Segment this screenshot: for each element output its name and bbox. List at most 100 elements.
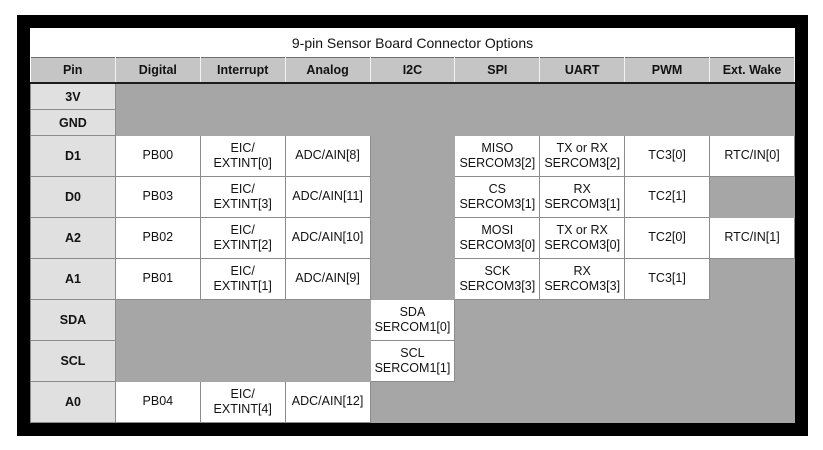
cell-3v-spi-blocked [454,82,541,110]
cell-d0-uart: RX SERCOM3[1] [539,176,626,218]
cell-d0-spi: CS SERCOM3[1] [454,176,541,218]
column-header-interrupt: Interrupt [200,57,286,84]
cell-3v-i2c-blocked [369,82,456,110]
table-row-gnd: GND [30,109,795,136]
connector-table-frame: 9-pin Sensor Board Connector Options Pin… [17,15,808,436]
cell-sda-i2c: SDA SERCOM1[0] [369,299,456,341]
cell-gnd-digital-blocked [114,109,201,136]
cell-scl-spi-blocked [454,340,541,382]
cell-gnd-analog-blocked [284,109,371,136]
cell-sda-ext-wake-blocked [709,299,795,341]
cell-a1-uart: RX SERCOM3[3] [539,258,626,300]
cell-scl-analog-blocked [284,340,371,382]
cell-a2-interrupt: EIC/ EXTINT[2] [199,217,286,259]
cell-d0-analog: ADC/AIN[11] [284,176,371,218]
cell-d0-interrupt: EIC/ EXTINT[3] [199,176,286,218]
connector-options-table: 9-pin Sensor Board Connector Options Pin… [30,28,795,423]
column-header-i2c: I2C [370,57,456,84]
cell-a1-i2c-blocked [369,258,456,300]
cell-3v-interrupt-blocked [199,82,286,110]
cell-gnd-interrupt-blocked [199,109,286,136]
cell-a2-pwm: TC2[0] [624,217,710,259]
column-header-spi: SPI [454,57,541,84]
cell-a1-analog: ADC/AIN[9] [284,258,371,300]
table-title: 9-pin Sensor Board Connector Options [30,28,795,58]
table-row-sda: SDA SDA SERCOM1[0] [30,299,795,341]
cell-a0-ext-wake-blocked [709,381,795,423]
cell-scl-pwm-blocked [624,340,710,382]
cell-sda-uart-blocked [539,299,626,341]
cell-scl-ext-wake-blocked [709,340,795,382]
pin-label-scl: SCL [30,340,116,382]
cell-a2-uart: TX or RX SERCOM3[0] [539,217,626,259]
pin-label-sda: SDA [30,299,116,341]
column-header-pin: Pin [30,57,116,84]
column-header-digital: Digital [115,57,201,84]
cell-3v-ext-wake-blocked [709,82,795,110]
cell-d1-ext-wake: RTC/IN[0] [709,135,795,177]
column-header-ext-wake: Ext. Wake [709,57,795,84]
cell-d0-digital: PB03 [114,176,201,218]
cell-a1-spi: SCK SERCOM3[3] [454,258,541,300]
cell-a2-ext-wake: RTC/IN[1] [709,217,795,259]
pin-label-a2: A2 [30,217,116,259]
cell-d1-spi: MISO SERCOM3[2] [454,135,541,177]
cell-3v-uart-blocked [539,82,626,110]
cell-d1-i2c-blocked [369,135,456,177]
pin-label-a0: A0 [30,381,116,423]
pin-label-a1: A1 [30,258,116,300]
cell-a0-uart-blocked [539,381,626,423]
cell-a0-digital: PB04 [114,381,201,423]
cell-scl-digital-blocked [114,340,201,382]
cell-scl-interrupt-blocked [199,340,286,382]
cell-sda-digital-blocked [114,299,201,341]
cell-3v-digital-blocked [114,82,201,110]
cell-d0-i2c-blocked [369,176,456,218]
cell-a1-ext-wake-blocked [709,258,795,300]
cell-sda-interrupt-blocked [199,299,286,341]
cell-a1-pwm: TC3[1] [624,258,710,300]
cell-d1-uart: TX or RX SERCOM3[2] [539,135,626,177]
cell-a0-pwm-blocked [624,381,710,423]
cell-gnd-uart-blocked [539,109,626,136]
cell-d0-pwm: TC2[1] [624,176,710,218]
cell-gnd-i2c-blocked [369,109,456,136]
cell-a1-digital: PB01 [114,258,201,300]
cell-a0-spi-blocked [454,381,541,423]
cell-scl-uart-blocked [539,340,626,382]
pin-label-d0: D0 [30,176,116,218]
cell-a0-analog: ADC/AIN[12] [284,381,371,423]
cell-a2-spi: MOSI SERCOM3[0] [454,217,541,259]
cell-a2-digital: PB02 [114,217,201,259]
cell-d1-analog: ADC/AIN[8] [284,135,371,177]
cell-gnd-ext-wake-blocked [709,109,795,136]
cell-a0-i2c-blocked [369,381,456,423]
cell-3v-analog-blocked [284,82,371,110]
pin-label-d1: D1 [30,135,116,177]
cell-sda-spi-blocked [454,299,541,341]
cell-a2-analog: ADC/AIN[10] [284,217,371,259]
cell-sda-pwm-blocked [624,299,710,341]
table-row-scl: SCL SCL SERCOM1[1] [30,340,795,382]
table-row-3v: 3V [30,82,795,110]
cell-3v-pwm-blocked [624,82,710,110]
cell-d0-ext-wake-blocked [709,176,795,218]
column-header-uart: UART [539,57,626,84]
cell-scl-i2c: SCL SERCOM1[1] [369,340,456,382]
column-header-analog: Analog [285,57,371,84]
pin-label-gnd: GND [30,109,116,136]
cell-a2-i2c-blocked [369,217,456,259]
cell-a0-interrupt: EIC/ EXTINT[4] [199,381,286,423]
pin-label-3v: 3V [30,82,116,110]
cell-sda-analog-blocked [284,299,371,341]
cell-gnd-pwm-blocked [624,109,710,136]
cell-d1-interrupt: EIC/ EXTINT[0] [199,135,286,177]
cell-d1-digital: PB00 [114,135,201,177]
column-header-pwm: PWM [624,57,710,84]
table-title-row: 9-pin Sensor Board Connector Options [30,28,795,58]
